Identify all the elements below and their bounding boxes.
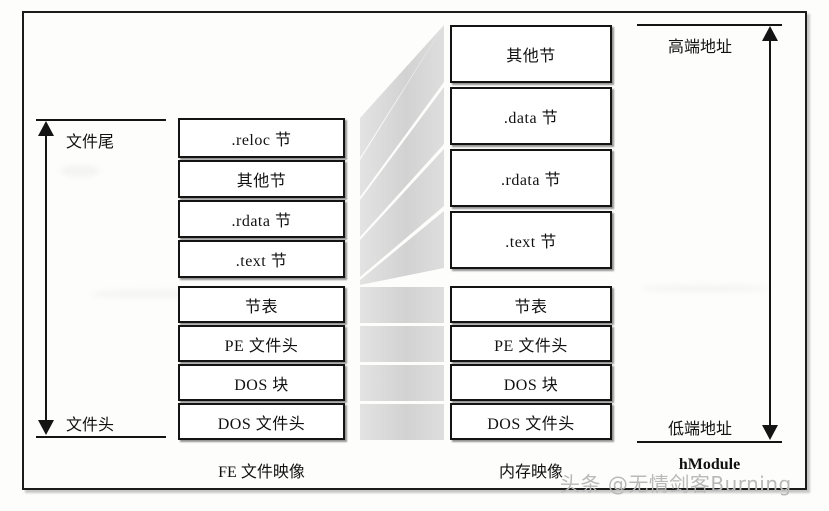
- file-axis-top-label: 文件尾: [66, 134, 115, 151]
- memory-block-label: PE 文件头: [494, 337, 568, 355]
- file-axis-shaft: [45, 124, 47, 432]
- file-block-pe-header[interactable]: PE 文件头: [178, 325, 345, 362]
- file-block-section-table[interactable]: 节表: [178, 286, 345, 323]
- hmodule-caption: hModule: [678, 456, 741, 473]
- memory-block-pe-header[interactable]: PE 文件头: [450, 325, 612, 362]
- file-axis-bottom-cap: [36, 436, 166, 438]
- file-axis-bottom-label: 文件头: [66, 417, 115, 434]
- file-axis-top-cap: [36, 119, 166, 121]
- watermark-text: 头条 @无情剑客Burning: [560, 472, 792, 496]
- memory-block-data[interactable]: .data 节: [450, 87, 612, 145]
- file-block-dos-stub[interactable]: DOS 块: [178, 364, 345, 401]
- address-axis-top-cap: [637, 24, 782, 26]
- file-block-label: PE 文件头: [224, 337, 299, 355]
- file-axis-up-arrow-icon: [38, 121, 54, 136]
- file-block-label: DOS 文件头: [217, 415, 306, 433]
- file-block-label: .reloc 节: [231, 132, 292, 149]
- memory-block-text[interactable]: .text 节: [450, 211, 612, 269]
- file-block-reloc[interactable]: .reloc 节: [178, 118, 345, 158]
- address-axis-bottom-cap: [637, 441, 782, 443]
- scan-smudge: [640, 285, 770, 292]
- memory-block-label: DOS 文件头: [487, 415, 575, 433]
- memory-block-other[interactable]: 其他节: [450, 25, 612, 83]
- memory-block-label: .data 节: [503, 110, 559, 127]
- address-axis-top-label: 高端地址: [668, 39, 733, 56]
- memory-block-dos-stub[interactable]: DOS 块: [450, 364, 612, 401]
- file-block-label: 节表: [244, 298, 278, 316]
- memory-block-dos-header[interactable]: DOS 文件头: [450, 403, 612, 440]
- file-column-caption: FE 文件映像: [218, 464, 305, 481]
- address-axis-bottom-label: 低端地址: [668, 421, 733, 438]
- address-axis-down-arrow-icon: [762, 425, 778, 440]
- memory-column-caption: 内存映像: [498, 464, 563, 481]
- file-block-dos-header[interactable]: DOS 文件头: [178, 403, 345, 440]
- file-block-label: 其他节: [236, 173, 287, 190]
- memory-block-label: 其他节: [506, 48, 556, 65]
- address-axis-shaft: [769, 29, 771, 437]
- memory-block-label: 节表: [514, 298, 548, 316]
- memory-block-label: .text 节: [505, 234, 557, 251]
- memory-block-rdata[interactable]: .rdata 节: [450, 149, 612, 207]
- memory-block-label: .rdata 节: [501, 172, 561, 189]
- address-axis-up-arrow-icon: [762, 26, 778, 41]
- file-axis-down-arrow-icon: [38, 420, 54, 435]
- file-block-text[interactable]: .text 节: [178, 240, 345, 278]
- file-block-rdata[interactable]: .rdata 节: [178, 200, 345, 238]
- file-block-other[interactable]: 其他节: [178, 160, 345, 198]
- memory-block-label: DOS 块: [503, 376, 559, 394]
- file-block-label: DOS 块: [234, 376, 289, 394]
- scan-smudge: [60, 165, 100, 177]
- file-block-label: .rdata 节: [231, 213, 292, 230]
- memory-block-section-table[interactable]: 节表: [450, 286, 612, 323]
- file-block-label: .text 节: [235, 253, 288, 270]
